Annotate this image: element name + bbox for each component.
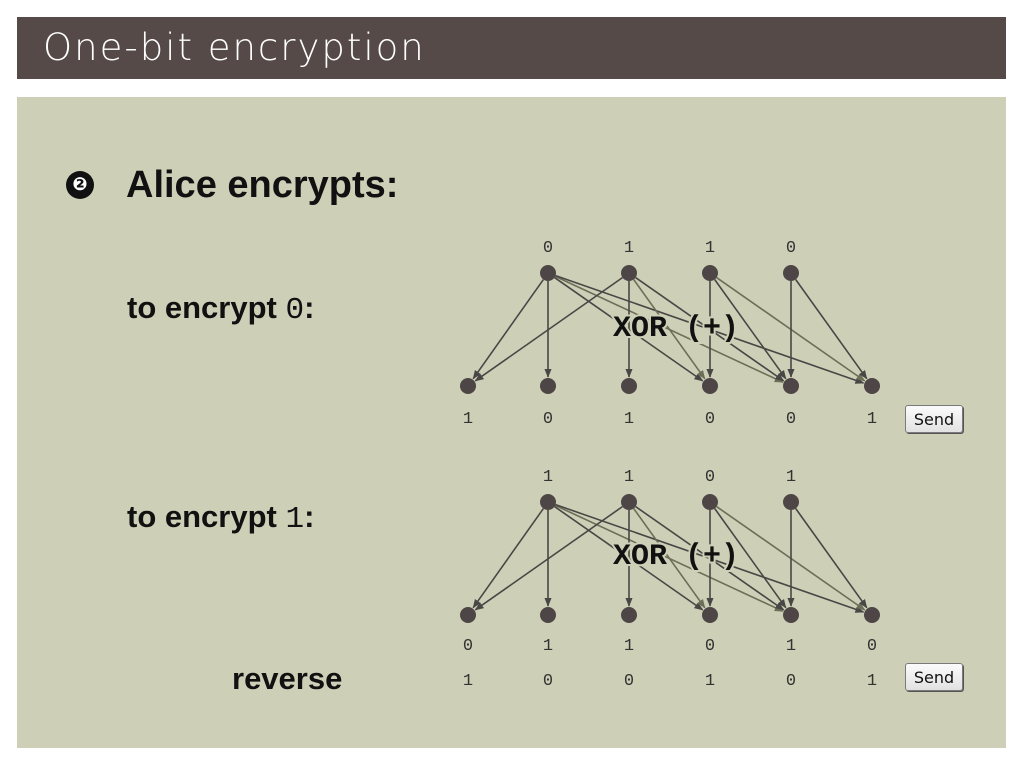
circuit-0-output-node-3 (702, 378, 718, 394)
circuit-0-input-bit-1: 1 (624, 239, 634, 258)
encrypt-one-prefix: to encrypt (127, 499, 277, 534)
circuit-1-input-bit-2: 0 (705, 468, 715, 487)
circuit-0-output-bit-2: 1 (624, 410, 634, 429)
circuit-1-reversed-bit-0: 1 (463, 672, 473, 691)
circuit-1-reversed-bit-4: 0 (786, 672, 796, 691)
circuit-0-edge-1-0 (474, 276, 623, 382)
encrypt-zero-suffix: : (304, 290, 315, 325)
circuit-0-output-bit-0: 1 (463, 410, 473, 429)
circuit-0-input-node-0 (540, 265, 556, 281)
circuit-1-output-node-0 (460, 607, 476, 623)
slide-title: One-bit encryption (43, 26, 426, 69)
circuit-1-output-bit-3: 0 (705, 637, 715, 656)
circuit-0-edge-2-4 (714, 279, 787, 380)
circuit-1-output-bit-5: 0 (867, 637, 877, 656)
send-button-encrypt-one[interactable]: Send (905, 663, 963, 691)
circuit-1-output-node-2 (621, 607, 637, 623)
circuit-0-input-node-3 (783, 265, 799, 281)
circuit-1-output-node-3 (702, 607, 718, 623)
send-button-encrypt-zero[interactable]: Send (905, 405, 963, 433)
circuit-1-output-bit-2: 1 (624, 637, 634, 656)
circuit-1-output-bit-0: 0 (463, 637, 473, 656)
circuit-1-input-bit-3: 1 (786, 468, 796, 487)
circuit-1-output-node-1 (540, 607, 556, 623)
circuit-0-edge-3-5 (795, 279, 868, 380)
circuit-1-edge-1-0 (474, 505, 623, 611)
circuit-1-input-node-1 (621, 494, 637, 510)
bullet-number: ❷ (66, 171, 94, 199)
circuit-0-input-bit-3: 0 (786, 239, 796, 258)
circuit-0-output-node-5 (864, 378, 880, 394)
circuit-0-input-node-1 (621, 265, 637, 281)
circuit-1-reversed-bit-1: 0 (543, 672, 553, 691)
encrypt-zero-prefix: to encrypt (127, 290, 277, 325)
encrypt-one-label: to encrypt 1: (127, 498, 314, 539)
circuit-0-output-node-1 (540, 378, 556, 394)
circuit-0-xor-label: XOR (+) (613, 312, 739, 346)
circuit-0-output-bit-5: 1 (867, 410, 877, 429)
reverse-label: reverse (232, 661, 343, 696)
circuit-1-reversed-bit-5: 1 (867, 672, 877, 691)
circuit-1-output-bit-1: 1 (543, 637, 553, 656)
circuit-0-output-bit-3: 0 (705, 410, 715, 429)
circuit-1-reversed-bit-3: 1 (705, 672, 715, 691)
circuit-1-edge-3-5 (795, 508, 868, 609)
encrypt-zero-bit: 0 (285, 293, 305, 328)
circuit-1-edge-0-0 (472, 508, 545, 609)
circuit-1-output-node-5 (864, 607, 880, 623)
circuit-1-output-node-4 (783, 607, 799, 623)
circuit-1-edge-2-4 (714, 508, 787, 609)
content-area (17, 97, 1006, 748)
title-bar: One-bit encryption (17, 17, 1006, 79)
circuit-0-output-node-0 (460, 378, 476, 394)
circuit-1-input-bit-1: 1 (624, 468, 634, 487)
encrypt-zero-label: to encrypt 0: (127, 289, 314, 330)
circuit-0-edge-1-3 (633, 279, 706, 380)
circuit-0-output-bit-1: 0 (543, 410, 553, 429)
encrypt-one-bit: 1 (285, 502, 305, 537)
circuit-1-edge-1-3 (633, 508, 706, 609)
circuit-0-output-bit-4: 0 (786, 410, 796, 429)
circuit-0-input-bit-2: 1 (705, 239, 715, 258)
circuit-1-input-node-0 (540, 494, 556, 510)
circuit-1-input-node-3 (783, 494, 799, 510)
circuit-1-xor-label: XOR (+) (613, 540, 739, 574)
circuit-1-input-node-2 (702, 494, 718, 510)
circuit-0-input-bit-0: 0 (543, 239, 553, 258)
encrypt-one-suffix: : (304, 499, 315, 534)
circuit-0-output-node-2 (621, 378, 637, 394)
slide-heading: Alice encrypts: (126, 164, 399, 206)
circuit-0-input-node-2 (702, 265, 718, 281)
circuit-1-reversed-bit-2: 0 (624, 672, 634, 691)
circuit-1-input-bit-0: 1 (543, 468, 553, 487)
circuit-0-edge-0-0 (472, 279, 545, 380)
circuit-0-output-node-4 (783, 378, 799, 394)
circuit-1-output-bit-4: 1 (786, 637, 796, 656)
